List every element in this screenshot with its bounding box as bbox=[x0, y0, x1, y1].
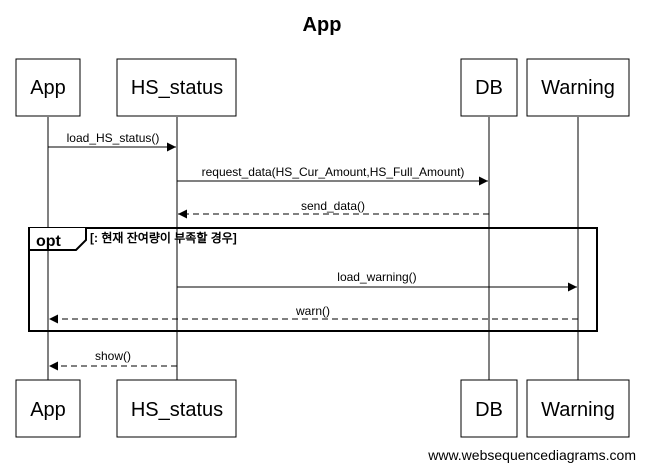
actor-warning-top: Warning bbox=[526, 58, 630, 117]
actor-db-bottom: DB bbox=[460, 379, 518, 438]
footer-credit: www.websequencediagrams.com bbox=[427, 447, 636, 463]
message-label: load_warning() bbox=[337, 270, 416, 284]
actor-label: Warning bbox=[541, 399, 615, 421]
message-label: load_HS_status() bbox=[67, 131, 160, 145]
actor-label: App bbox=[30, 77, 66, 99]
actor-label: App bbox=[30, 399, 66, 421]
message-label: warn() bbox=[295, 304, 330, 318]
actor-label: DB bbox=[475, 399, 503, 421]
actor-app-bottom: App bbox=[15, 379, 81, 438]
actor-warning-bottom: Warning bbox=[526, 379, 630, 438]
opt-fragment: opt [: 현재 잔여량이 부족할 경우] bbox=[28, 227, 598, 332]
opt-keyword: opt bbox=[36, 233, 62, 250]
actor-hs-status-top: HS_status bbox=[116, 58, 237, 117]
actor-db-top: DB bbox=[460, 58, 518, 117]
actor-label: Warning bbox=[541, 77, 615, 99]
diagram-title: App bbox=[303, 14, 342, 36]
actor-app-top: App bbox=[15, 58, 81, 117]
message-label: request_data(HS_Cur_Amount,HS_Full_Amoun… bbox=[202, 165, 465, 179]
actor-label: DB bbox=[475, 77, 503, 99]
actor-label: HS_status bbox=[131, 77, 223, 99]
opt-condition: [: 현재 잔여량이 부족할 경우] bbox=[90, 230, 237, 245]
message-label: send_data() bbox=[301, 199, 365, 213]
message-label: show() bbox=[95, 349, 131, 363]
actor-label: HS_status bbox=[131, 399, 223, 421]
actor-hs-status-bottom: HS_status bbox=[116, 379, 237, 438]
